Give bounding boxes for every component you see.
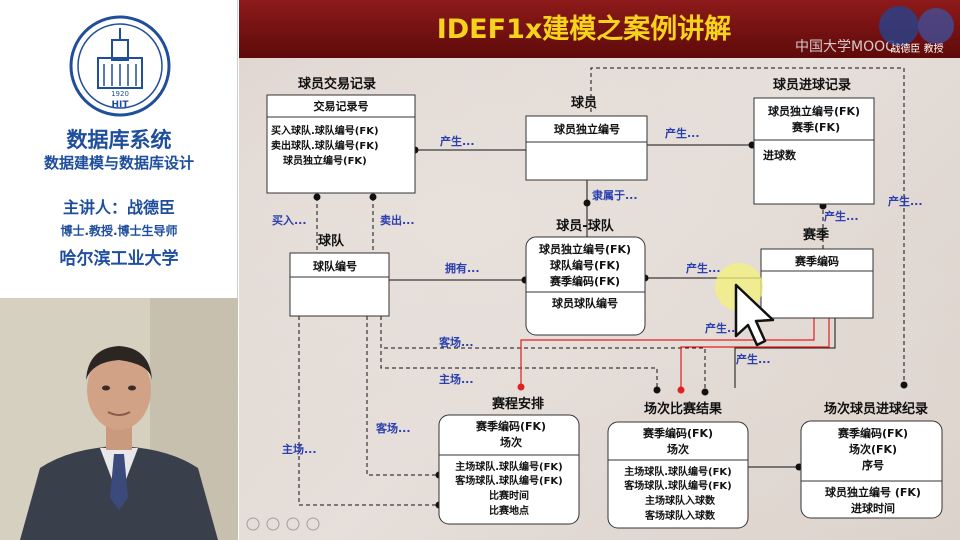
entity-key: 赛季(FK) <box>791 120 840 134</box>
entity-name: 场次比赛结果 <box>644 401 722 417</box>
entity-key: 球队编号 <box>313 259 357 273</box>
entity-key: 球员独立编号(FK) <box>539 242 631 256</box>
relation-label-home: 主场... <box>439 372 474 386</box>
entity-name: 球队 <box>318 233 345 249</box>
slide-area: IDEF1x建模之案例讲解 中国大学MOOC 战德臣 教授 <box>239 0 960 540</box>
entity-attr: 主场球队.球队编号(FK) <box>455 460 563 473</box>
entity-attr: 主场球队入球数 <box>645 494 716 507</box>
slide-controls[interactable] <box>246 517 320 531</box>
entity-key: 赛季编码(FK) <box>549 274 620 288</box>
entity-key: 场次 <box>500 435 522 449</box>
menu-icon[interactable] <box>286 517 300 531</box>
line-home-schedule <box>298 316 439 506</box>
relation-label-away: 客场... <box>438 335 474 349</box>
relation-label-buy: 买入... <box>272 214 307 227</box>
course-title: 数据库系统 <box>66 128 172 152</box>
entity-key: 交易记录号 <box>314 99 369 113</box>
entity-name: 赛季 <box>802 227 829 243</box>
prev-slide-icon[interactable] <box>246 517 260 531</box>
relation-label-produce: 产生... <box>686 261 721 275</box>
relation-label-produce: 产生... <box>665 126 700 140</box>
entity-attr: 比赛地点 <box>489 504 529 517</box>
course-sidebar: 1920 HIT 数据库系统 数据建模与数据库设计 主讲人：战德臣 博士.教授.… <box>0 0 238 540</box>
entity-match-goal: 场次球员进球纪录 赛季编码(FK) 场次(FK) 序号 球员独立编号 (FK) … <box>800 401 943 519</box>
pen-tool-icon[interactable] <box>266 517 280 531</box>
slide-header <box>239 0 960 58</box>
entity-key: 序号 <box>862 458 884 472</box>
professor-emblem: 战德臣 教授 <box>879 6 954 55</box>
entity-attr: 主场球队.球队编号(FK) <box>624 465 732 478</box>
line-away-schedule <box>366 316 439 476</box>
relation-label-own: 拥有... <box>445 261 480 275</box>
entity-match-result: 场次比赛结果 赛季编码(FK) 场次 主场球队.球队编号(FK) 客场球队.球队… <box>607 401 749 529</box>
relation-label-home: 主场... <box>282 442 317 456</box>
entity-season: 赛季 赛季编码 <box>760 227 874 319</box>
entity-key: 球员独立编号 <box>554 122 620 136</box>
relation-label-belongs: 隶属于... <box>592 188 638 202</box>
next-slide-icon[interactable] <box>306 517 320 531</box>
entity-goal-record: 球员进球记录 球员独立编号(FK) 赛季(FK) 进球数 <box>753 77 875 205</box>
relation-label-produce: 产生... <box>705 321 740 335</box>
entity-name: 球员交易记录 <box>298 76 376 92</box>
entity-attr: 球员独立编号(FK) <box>283 154 367 167</box>
lecturer-video <box>0 298 238 540</box>
university-logo: 1920 HIT <box>69 15 171 117</box>
connector-lines <box>298 67 905 506</box>
entity-player: 球员 球员独立编号 <box>525 95 648 181</box>
entity-key: 球队编号(FK) <box>550 258 620 272</box>
lecturer-name: 主讲人：战德臣 <box>62 198 175 217</box>
signature-text: 战德臣 教授 <box>890 42 943 55</box>
entity-key: 赛季编码(FK) <box>475 419 546 433</box>
relation-labels: 产生... 产生... 产生... 产生... 产生... 产生... 产生..… <box>272 126 923 456</box>
mooc-watermark: 中国大学MOOC <box>795 39 895 55</box>
entity-attr: 进球时间 <box>851 501 895 515</box>
entity-schedule: 赛程安排 赛季编码(FK) 场次 主场球队.球队编号(FK) 客场球队.球队编号… <box>438 396 580 525</box>
entity-team: 球队 球队编号 <box>289 233 390 317</box>
entity-attr: 客场球队.球队编号(FK) <box>623 479 732 492</box>
entity-player-team: 球员-球队 球员独立编号(FK) 球队编号(FK) 赛季编码(FK) 球员球队编… <box>525 218 646 336</box>
entity-name: 球员-球队 <box>556 218 614 234</box>
entity-name: 赛程安排 <box>491 396 544 412</box>
entity-key: 球员独立编号(FK) <box>768 104 860 118</box>
entity-attr: 进球数 <box>763 148 797 162</box>
entity-attr: 买入球队.球队编号(FK) <box>271 124 379 137</box>
slide-title: IDEF1x建模之案例讲解 <box>437 13 732 45</box>
line-season-result <box>734 318 836 388</box>
mouse-cursor-icon <box>734 283 775 347</box>
entity-attr: 球员独立编号 (FK) <box>825 485 921 499</box>
line-home-result <box>380 316 658 388</box>
university-name: 哈尔滨工业大学 <box>59 249 179 269</box>
red-connectors <box>520 318 830 388</box>
entity-transaction: 球员交易记录 交易记录号 买入球队.球队编号(FK) 卖出球队.球队编号(FK)… <box>266 76 416 194</box>
entity-attr: 卖出球队.球队编号(FK) <box>271 139 379 152</box>
entity-key: 赛季编码 <box>794 254 839 268</box>
entity-key: 赛季编码(FK) <box>837 426 908 440</box>
entity-attr: 比赛时间 <box>489 489 529 502</box>
entity-name: 球员进球记录 <box>773 77 851 93</box>
entity-key: 赛季编码(FK) <box>642 426 713 440</box>
entity-name: 场次球员进球纪录 <box>824 401 928 417</box>
red-line-season-result <box>680 318 830 388</box>
line-player-matchgoal <box>590 67 905 385</box>
relation-label-produce: 产生... <box>824 209 859 223</box>
idef1x-diagram: IDEF1x建模之案例讲解 中国大学MOOC 战德臣 教授 <box>239 0 960 531</box>
entity-key: 场次 <box>667 442 689 456</box>
logo-year: 1920 <box>111 90 129 98</box>
lecturer-title: 博士.教授.博士生导师 <box>60 224 178 238</box>
logo-letters: HIT <box>111 100 129 110</box>
entity-attr: 球员球队编号 <box>552 296 618 310</box>
entity-attr: 客场球队入球数 <box>644 509 716 522</box>
relation-label-produce: 产生... <box>736 352 771 366</box>
relation-label-away: 客场... <box>375 421 411 435</box>
course-subtitle: 数据建模与数据库设计 <box>43 154 194 172</box>
relation-label-produce: 产生... <box>888 194 923 208</box>
entity-name: 球员 <box>571 95 597 111</box>
relation-label-produce: 产生... <box>440 134 475 148</box>
red-line-season-schedule <box>520 318 815 387</box>
entity-attr: 客场球队.球队编号(FK) <box>454 474 563 487</box>
relation-label-sell: 卖出... <box>380 213 415 227</box>
entity-key: 场次(FK) <box>849 442 897 456</box>
